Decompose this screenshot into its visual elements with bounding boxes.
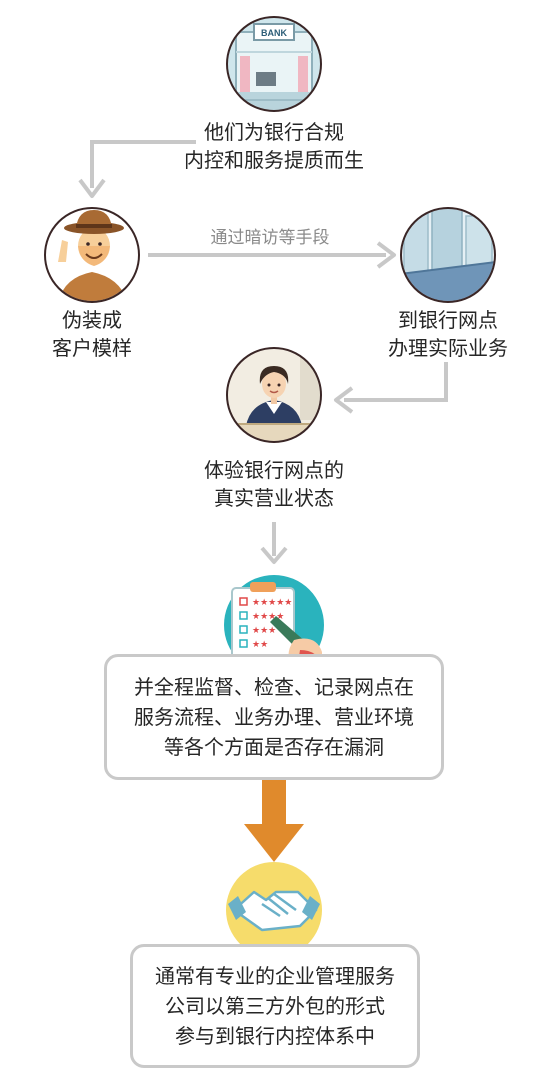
visit-branch-line1: 到银行网点 [398,308,498,332]
arrow-disguise-to-branch [148,241,396,269]
monitor-line3: 等各个方面是否存在漏洞 [164,735,384,759]
box-outsource: 通常有专业的企业管理服务 公司以第三方外包的形式 参与到银行内控体系中 [130,944,420,1068]
disguised-customer-icon [44,207,140,303]
experience-line2: 真实营业状态 [214,486,334,510]
label-bank-origin: 他们为银行合规 内控和服务提质而生 [154,118,394,174]
label-experience: 体验银行网点的 真实营业状态 [174,456,374,512]
branch-interior-icon [400,207,496,303]
handshake-icon [226,862,322,958]
outsource-line3: 参与到银行内控体系中 [175,1024,375,1048]
box-monitor: 并全程监督、检查、记录网点在 服务流程、业务办理、营业环境 等各个方面是否存在漏… [104,654,444,780]
bank-origin-line2: 内控和服务提质而生 [184,148,364,172]
bank-teller-icon [226,347,322,443]
bank-origin-line1: 他们为银行合规 [204,120,344,144]
svg-text:★★★★★: ★★★★★ [252,598,292,608]
visit-branch-line2: 办理实际业务 [388,336,508,360]
bank-icon: BANK [226,16,322,112]
label-visit-branch: 到银行网点 办理实际业务 [368,306,528,362]
monitor-text: 并全程监督、检查、记录网点在 服务流程、业务办理、营业环境 等各个方面是否存在漏… [134,672,414,762]
svg-text:★★★★: ★★★★ [252,612,284,622]
monitor-line1: 并全程监督、检查、记录网点在 [134,675,414,699]
outsource-text: 通常有专业的企业管理服务 公司以第三方外包的形式 参与到银行内控体系中 [155,961,395,1051]
outsource-line1: 通常有专业的企业管理服务 [155,964,395,988]
disguise-line1: 伪装成 [62,308,122,332]
monitor-line2: 服务流程、业务办理、营业环境 [134,705,414,729]
experience-line1: 体验银行网点的 [204,458,344,482]
disguise-line2: 客户模样 [52,336,132,360]
svg-text:★★: ★★ [252,640,268,650]
connector-caption: 通过暗访等手段 [210,228,330,248]
svg-text:★★★: ★★★ [252,626,276,636]
arrow-monitor-to-outsource [244,780,304,862]
label-disguise: 伪装成 客户模样 [22,306,162,362]
bank-sign: BANK [261,28,287,38]
arrow-experience-to-monitor [260,522,288,564]
arrow-bank-to-disguise [78,140,196,198]
outsource-line2: 公司以第三方外包的形式 [165,994,385,1018]
arrow-branch-to-experience [334,362,448,414]
